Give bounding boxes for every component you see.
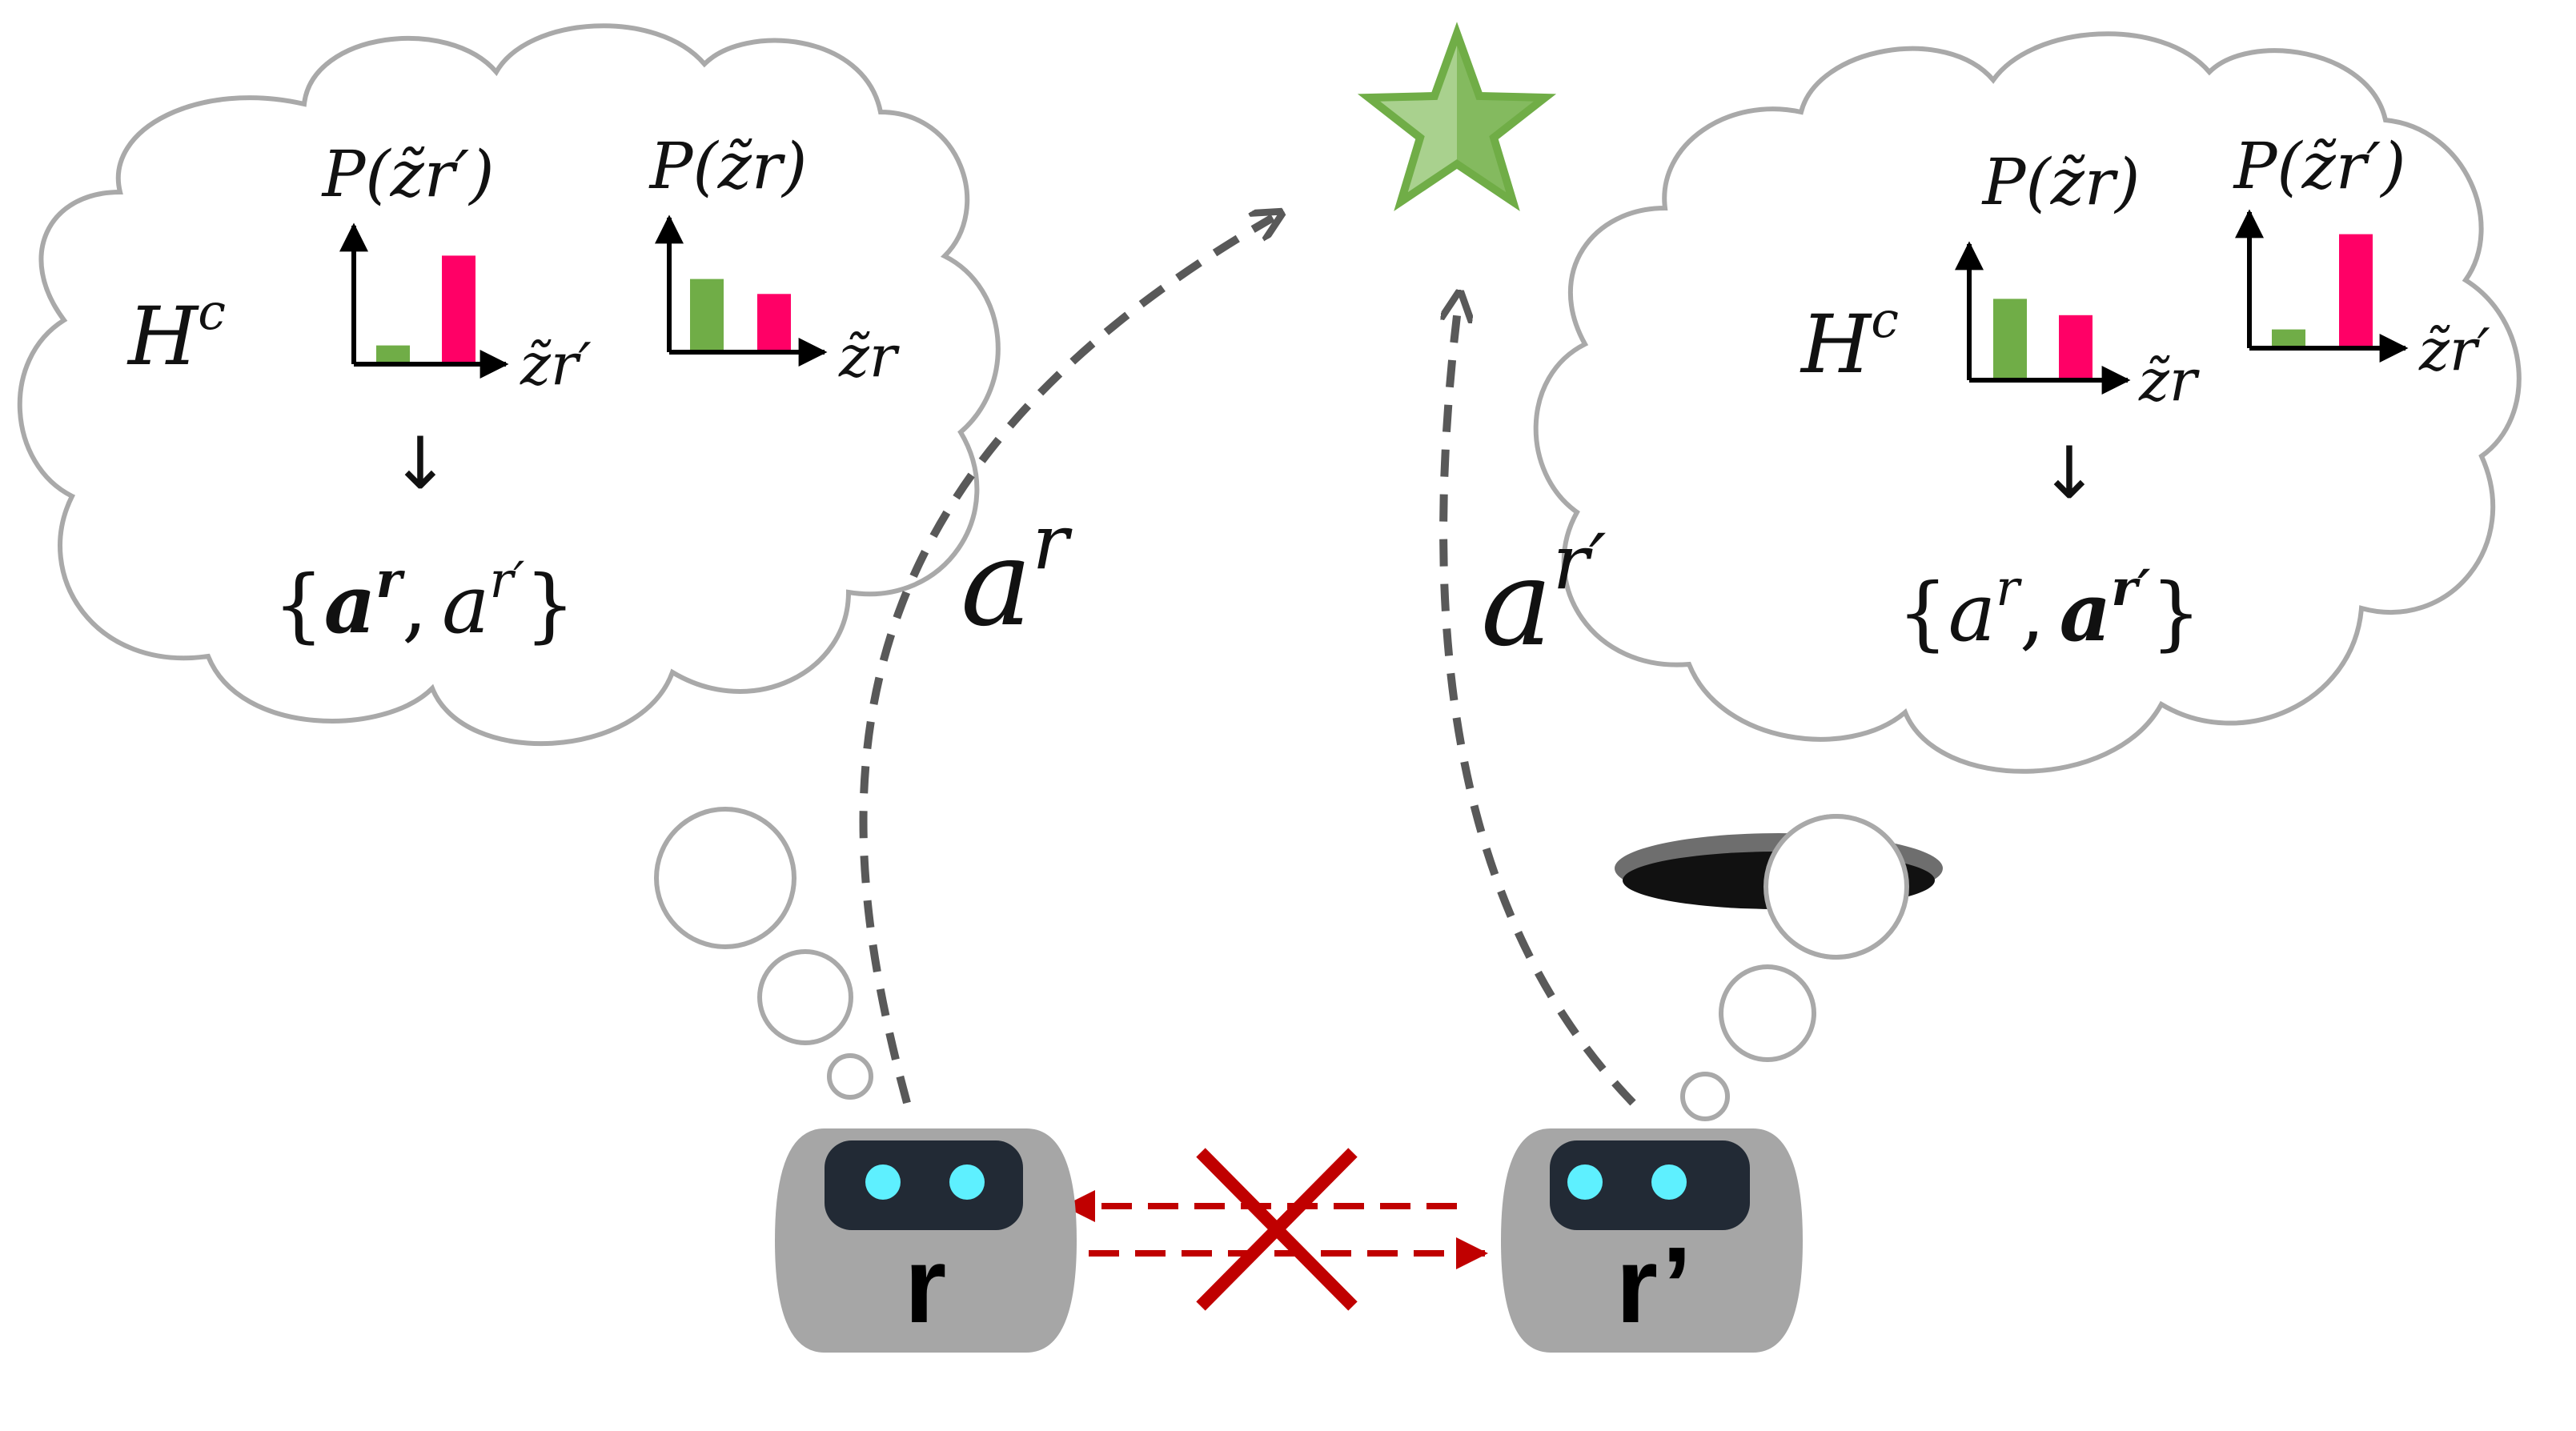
robot-visor [825, 1140, 1023, 1230]
bar-pink [442, 255, 475, 362]
entropy-label-right: Hc [1800, 291, 1899, 391]
bar-pink [757, 294, 791, 350]
belief-chart-left-a: P(z̃r′) z̃r′ [321, 137, 592, 398]
belief-chart-left-b: P(z̃r) z̃r [648, 129, 900, 390]
x-axis-label: z̃r [2138, 347, 2200, 414]
robot-r-prime: r’ [1501, 1128, 1803, 1353]
thought-bubble-small-left [827, 1053, 873, 1100]
thought-bubble-large-right-front [1763, 814, 1909, 960]
implies-arrow-left: ↓ [390, 422, 450, 506]
thought-bubble-small-right [1680, 1072, 1730, 1121]
robot-eye-left [865, 1164, 901, 1200]
bar-green [376, 345, 410, 362]
communication-link-blocked [1063, 1148, 1488, 1311]
x-axis-label: z̃r′ [520, 331, 592, 398]
chart-title: P(z̃r′) [2233, 129, 2406, 203]
thought-cloud-right: Hc P(z̃r) z̃r P(z̃r′) z̃r′ ↓ {ar,ar′} [1533, 31, 2522, 1121]
chart-title: P(z̃r) [1981, 145, 2141, 219]
action-label-r: ar [961, 499, 1073, 653]
action-set-left: {ar,ar′} [273, 551, 576, 651]
star-icon [1357, 22, 1557, 211]
x-axis-label: z̃r′ [2418, 316, 2490, 383]
implies-arrow-right: ↓ [2039, 431, 2099, 515]
bar-pink [2059, 315, 2092, 378]
belief-chart-right-a: P(z̃r) z̃r [1955, 145, 2200, 414]
thought-bubble-medium-left [757, 949, 853, 1045]
chart-title: P(z̃r) [648, 129, 808, 203]
robot-eye-left [1567, 1164, 1603, 1200]
bar-green [690, 279, 724, 350]
thought-bubble-large-left [654, 807, 796, 949]
action-set-right: {ar,ar′} [1897, 559, 2201, 659]
robot-visor [1550, 1140, 1750, 1230]
robot-label-r-prime: r’ [1615, 1225, 1691, 1345]
bar-green [2272, 329, 2305, 346]
robot-eye-right [1651, 1164, 1687, 1200]
blocked-cross-icon [1196, 1148, 1358, 1311]
action-path-arrow-r-prime [1439, 303, 1636, 1106]
thought-bubble-medium-right [1719, 964, 1816, 1062]
bar-green [1993, 299, 2027, 378]
robot-label-r: r [905, 1225, 947, 1345]
entropy-label-left: Hc [126, 283, 226, 383]
thought-cloud-left: Hc P(z̃r′) z̃r′ P(z̃r) z̃r ↓ {ar,ar′} [17, 23, 1001, 1100]
bar-pink [2339, 234, 2373, 346]
robot-r: r [775, 1128, 1077, 1353]
chart-title: P(z̃r′) [321, 137, 495, 211]
action-path-arrow-r [859, 218, 1273, 1104]
x-axis-label: z̃r [838, 323, 900, 390]
action-label-r-prime: ar′ [1481, 519, 1606, 673]
robot-eye-right [949, 1164, 985, 1200]
belief-chart-right-b: P(z̃r′) z̃r′ [2233, 129, 2490, 383]
